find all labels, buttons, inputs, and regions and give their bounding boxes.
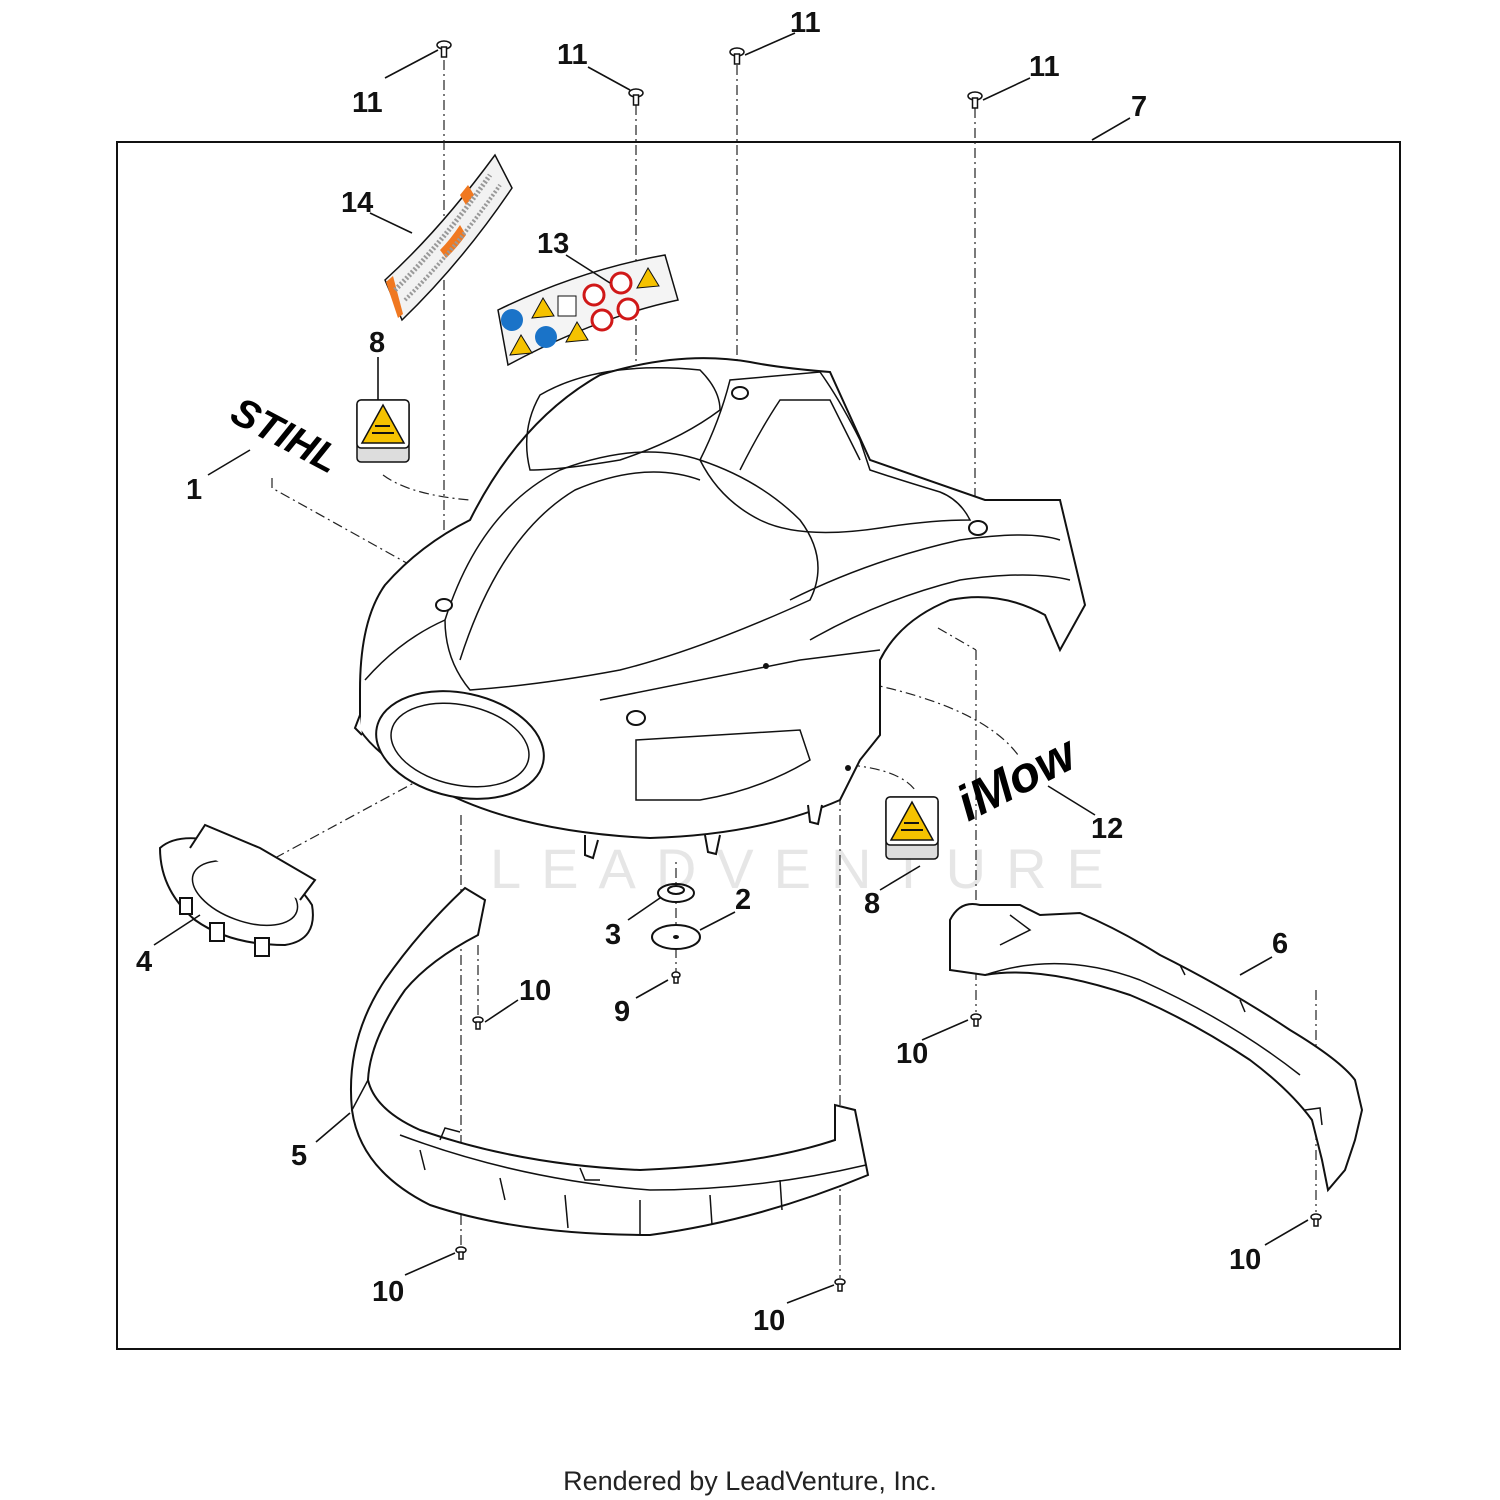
headlight-lens <box>158 823 317 957</box>
callout-11: 11 <box>557 39 588 71</box>
callouts: 11 11 11 11 7 14 13 8 1 4 5 3 2 9 10 10 … <box>136 7 1288 1337</box>
callout-3: 3 <box>605 919 621 951</box>
callout-5: 5 <box>291 1140 307 1172</box>
callout-6: 6 <box>1272 928 1288 960</box>
callout-12: 12 <box>1091 813 1123 845</box>
callout-10: 10 <box>753 1305 785 1337</box>
stihl-decal: STIHL <box>224 389 347 482</box>
callout-4: 4 <box>136 946 152 978</box>
callout-9: 9 <box>614 996 630 1028</box>
callout-10: 10 <box>896 1038 928 1070</box>
front-bumper <box>349 886 870 1237</box>
warning-label-strip <box>384 153 513 322</box>
screws <box>436 40 1322 1292</box>
callout-8: 8 <box>369 327 385 359</box>
callout-1: 1 <box>186 474 202 506</box>
assembly-frame <box>116 141 1401 1350</box>
callout-10: 10 <box>1229 1244 1261 1276</box>
callout-2: 2 <box>735 884 751 916</box>
callout-7: 7 <box>1131 91 1147 123</box>
callout-14: 14 <box>341 187 373 219</box>
callout-11: 11 <box>1029 51 1060 83</box>
callout-10: 10 <box>519 975 551 1007</box>
imow-decal: iMow <box>948 724 1088 832</box>
rear-bumper <box>949 903 1364 1193</box>
callout-11: 11 <box>352 87 383 119</box>
washers <box>651 883 701 950</box>
callout-11: 11 <box>790 7 821 39</box>
callout-13: 13 <box>537 228 569 260</box>
cover-shell <box>353 357 1087 860</box>
warning-sticker-top <box>356 399 410 463</box>
pictogram-decal <box>497 254 679 367</box>
warning-sticker-right <box>885 796 939 860</box>
leader-lines <box>153 32 1309 1304</box>
callout-8: 8 <box>864 888 880 920</box>
callout-10: 10 <box>372 1276 404 1308</box>
footer-credit: Rendered by LeadVenture, Inc. <box>563 1466 937 1496</box>
